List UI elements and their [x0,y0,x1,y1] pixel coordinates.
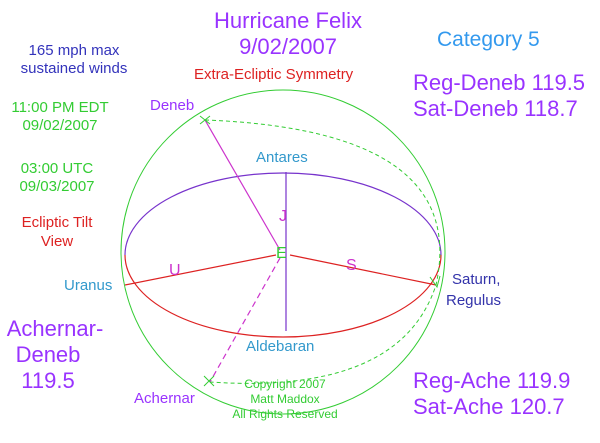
copyright-line2: Matt Maddox [250,392,320,406]
sat-ache-measure: Sat-Ache 120.7 [413,394,565,419]
marker-e: E [276,245,287,262]
achernar-deneb-line1: Achernar- [6,316,104,341]
dashed-great-circle [204,119,441,384]
marker-u: U [169,262,181,279]
ecliptic-front-arc [124,254,442,338]
e-achernar-line [209,257,281,383]
marker-s: S [346,257,357,274]
achernar-arrow-mark [203,375,215,387]
achernar-label: Achernar [134,390,195,407]
aldebaran-label: Aldebaran [246,338,315,355]
utc-time: 03:00 UTC [20,160,94,177]
view-line2: View [40,233,74,250]
winds-line1: 165 mph max [28,42,120,59]
regulus-label: Regulus [446,292,502,309]
copyright-line1: Copyright 2007 [244,377,326,391]
uranus-label: Uranus [64,277,113,294]
celestial-sphere-outline [120,89,446,415]
winds-line2: sustained winds [20,60,128,77]
reg-ache-measure: Reg-Ache 119.9 [413,368,571,393]
uranus-e-line [124,254,277,286]
copyright-line3: All Rights Reserved [232,407,338,421]
sat-deneb-measure: Sat-Deneb 118.7 [413,96,578,121]
title-line1: Hurricane Felix [214,8,362,33]
saturn-arrow-mark [429,275,441,289]
edt-time: 11:00 PM EDT [11,99,109,116]
deneb-e-line [204,119,281,251]
deneb-label: Deneb [150,97,195,114]
subtitle: Extra-Ecliptic Symmetry [194,66,354,83]
achernar-deneb-value: 119.5 [21,368,75,393]
utc-date: 09/03/2007 [19,178,95,195]
e-saturn-line [289,254,437,286]
edt-date: 09/02/2007 [22,117,98,134]
ecliptic-back-arc [124,172,442,256]
title-line2: 9/02/2007 [239,34,337,59]
saturn-label: Saturn, [452,271,501,288]
antares-label: Antares [256,149,308,166]
deneb-arrow-mark [199,115,211,125]
view-line1: Ecliptic Tilt [21,214,93,231]
marker-j: J [279,208,287,225]
reg-deneb-measure: Reg-Deneb 119.5 [413,70,586,95]
achernar-deneb-line2: Deneb [15,342,81,367]
category-label: Category 5 [437,28,540,51]
